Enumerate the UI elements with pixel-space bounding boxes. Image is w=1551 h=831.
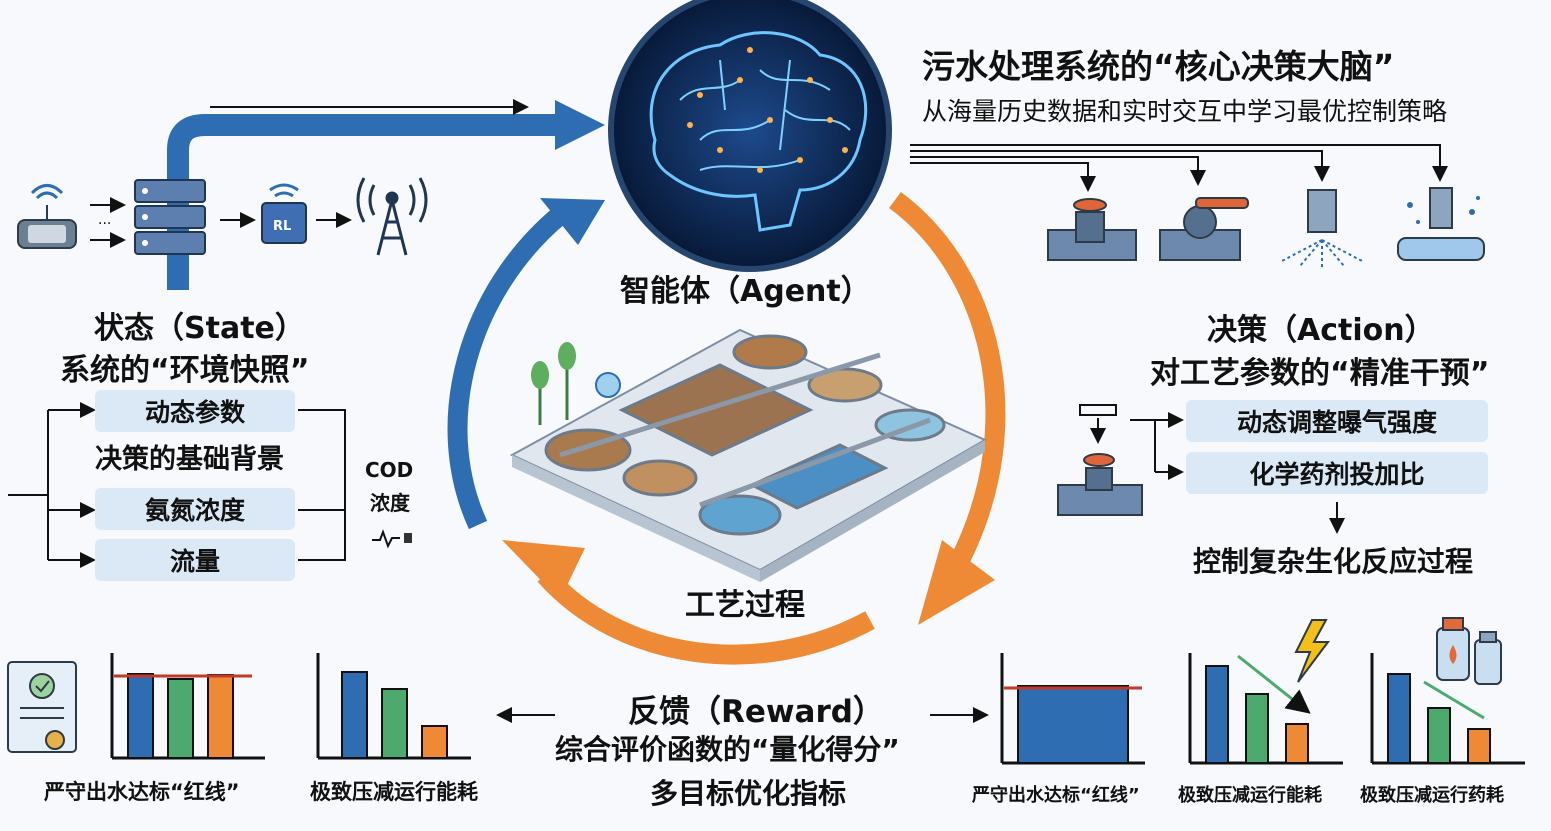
state-item-dynamic-params: 动态参数 <box>95 390 295 432</box>
reward-right-label-2: 极致压减运行能耗 <box>1178 785 1322 806</box>
chart-energy-right <box>1188 653 1343 765</box>
valve-icon <box>1047 198 1137 261</box>
brain-icon <box>608 0 892 272</box>
server-icon <box>134 179 206 255</box>
certificate-icon <box>7 661 77 753</box>
action-item-chemical: 化学药剂投加比 <box>1186 452 1488 494</box>
lightning-icon <box>1294 619 1330 683</box>
process-label: 工艺过程 <box>685 588 805 623</box>
chart-energy-left <box>316 653 471 760</box>
chart-effluent-right <box>1000 653 1145 765</box>
chart-chemical-right <box>1370 653 1525 765</box>
state-title: 状态（State） <box>94 311 305 346</box>
cod-label: COD <box>365 458 414 482</box>
rl-chip-icon <box>261 183 307 244</box>
reward-right-label-3: 极致压减运行药耗 <box>1360 785 1504 806</box>
svg-text:···: ··· <box>98 216 111 232</box>
rl-chip-label: RL <box>273 219 291 234</box>
reward-right-label-1: 严守出水达标“红线” <box>972 785 1140 806</box>
cycle-orange-arc-right <box>889 191 1006 565</box>
header-subtitle: 从海量历史数据和实时交互中学习最优控制策略 <box>922 97 1448 126</box>
header-title: 污水处理系统的“核心决策大脑” <box>922 47 1395 86</box>
action-result: 控制复杂生化反应过程 <box>1193 545 1474 578</box>
state-item-flow: 流量 <box>95 539 295 581</box>
action-item-aeration: 动态调整曝气强度 <box>1186 400 1488 442</box>
state-arrowhead <box>555 100 605 150</box>
cycle-orange-arc-bottom <box>537 568 875 665</box>
state-pipe <box>167 114 560 290</box>
reward-left-label-1: 严守出水达标“红线” <box>44 780 240 804</box>
state-subtitle: 系统的“环境快照” <box>60 353 310 388</box>
sprinkler-icon <box>1279 189 1365 268</box>
chemical-bottle-icon <box>1436 617 1502 685</box>
agent-label: 智能体（Agent） <box>620 274 871 309</box>
reward-title: 反馈（Reward） <box>628 694 884 730</box>
ball-valve-icon <box>1159 197 1249 261</box>
action-subtitle: 对工艺参数的“精准干预” <box>1150 356 1490 391</box>
antenna-icon <box>356 177 428 256</box>
reward-subtitle: 综合评价函数的“量化得分” <box>555 733 900 766</box>
action-valve-icon <box>1057 453 1143 516</box>
sensor-icon <box>17 184 77 249</box>
cod-sub: 浓度 <box>370 491 410 515</box>
chart-effluent-left <box>110 653 265 760</box>
action-title: 决策（Action） <box>1207 313 1435 348</box>
process-plant-illustration <box>509 328 988 582</box>
reward-note: 多目标优化指标 <box>650 777 847 810</box>
state-note: 决策的基础背景 <box>95 444 284 475</box>
aerator-icon <box>1397 187 1485 261</box>
state-item-ammonia: 氨氮浓度 <box>95 488 295 530</box>
reward-left-label-2: 极致压减运行能耗 <box>310 780 478 804</box>
cycle-blue-arc <box>447 207 567 530</box>
